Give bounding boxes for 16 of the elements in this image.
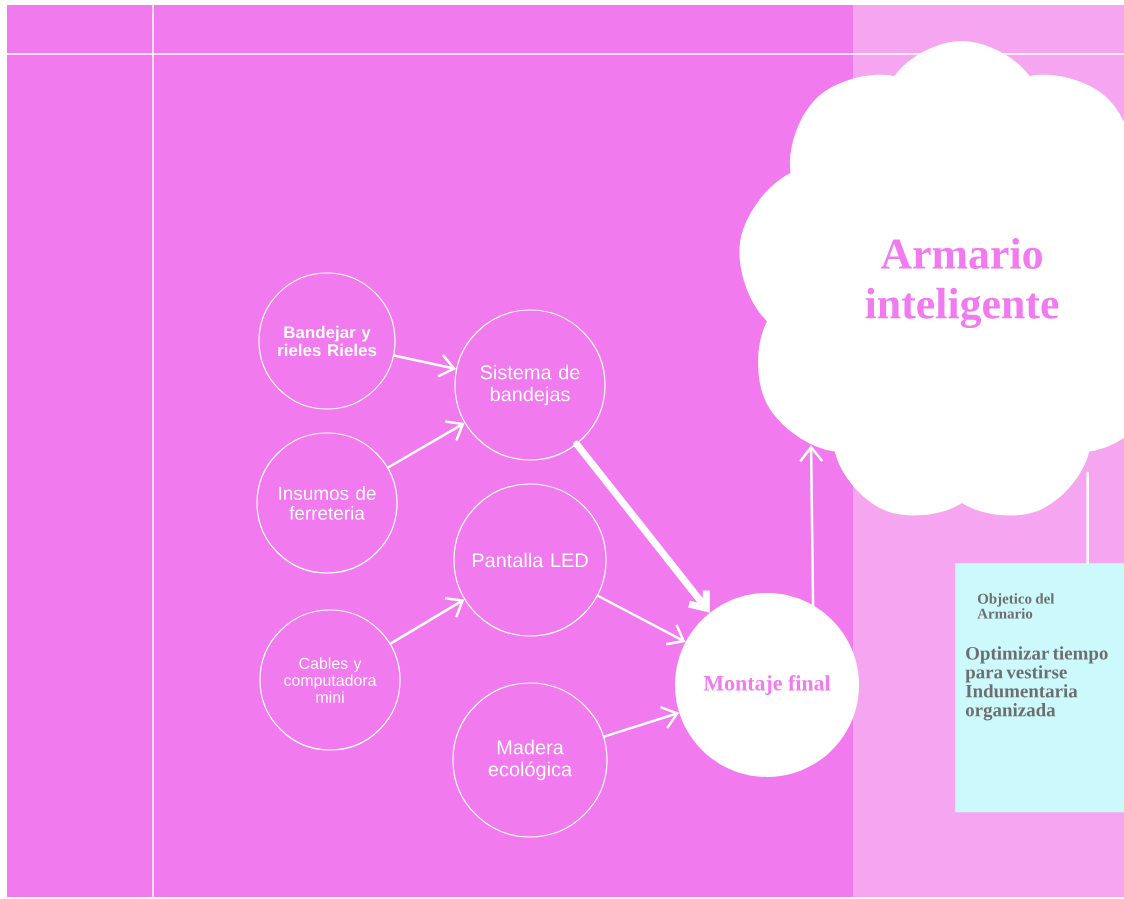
arrow [386,420,465,469]
circle-node: Madera ecológica [452,682,608,838]
arrow [602,706,680,738]
circle-node: Insumos de ferreteria [256,432,398,574]
arrow [596,594,686,646]
arrow [389,596,465,645]
arrow [799,445,824,607]
circle-node: Montaje final [675,593,859,777]
circle-node: Pantalla LED [453,483,607,637]
cloud: Armario inteligente [739,41,1124,516]
circle-node: Bandejar y rieles Rieles [258,272,396,410]
text-box: Objetico del Armario Optimizar tiempo para vestirse Indumentaria organizada [955,563,1124,813]
arrow [392,354,457,378]
circle-node: Sistema de bandejas [454,309,606,461]
arrow [573,440,710,613]
circle-node: Cables y computadora mini [259,609,401,751]
